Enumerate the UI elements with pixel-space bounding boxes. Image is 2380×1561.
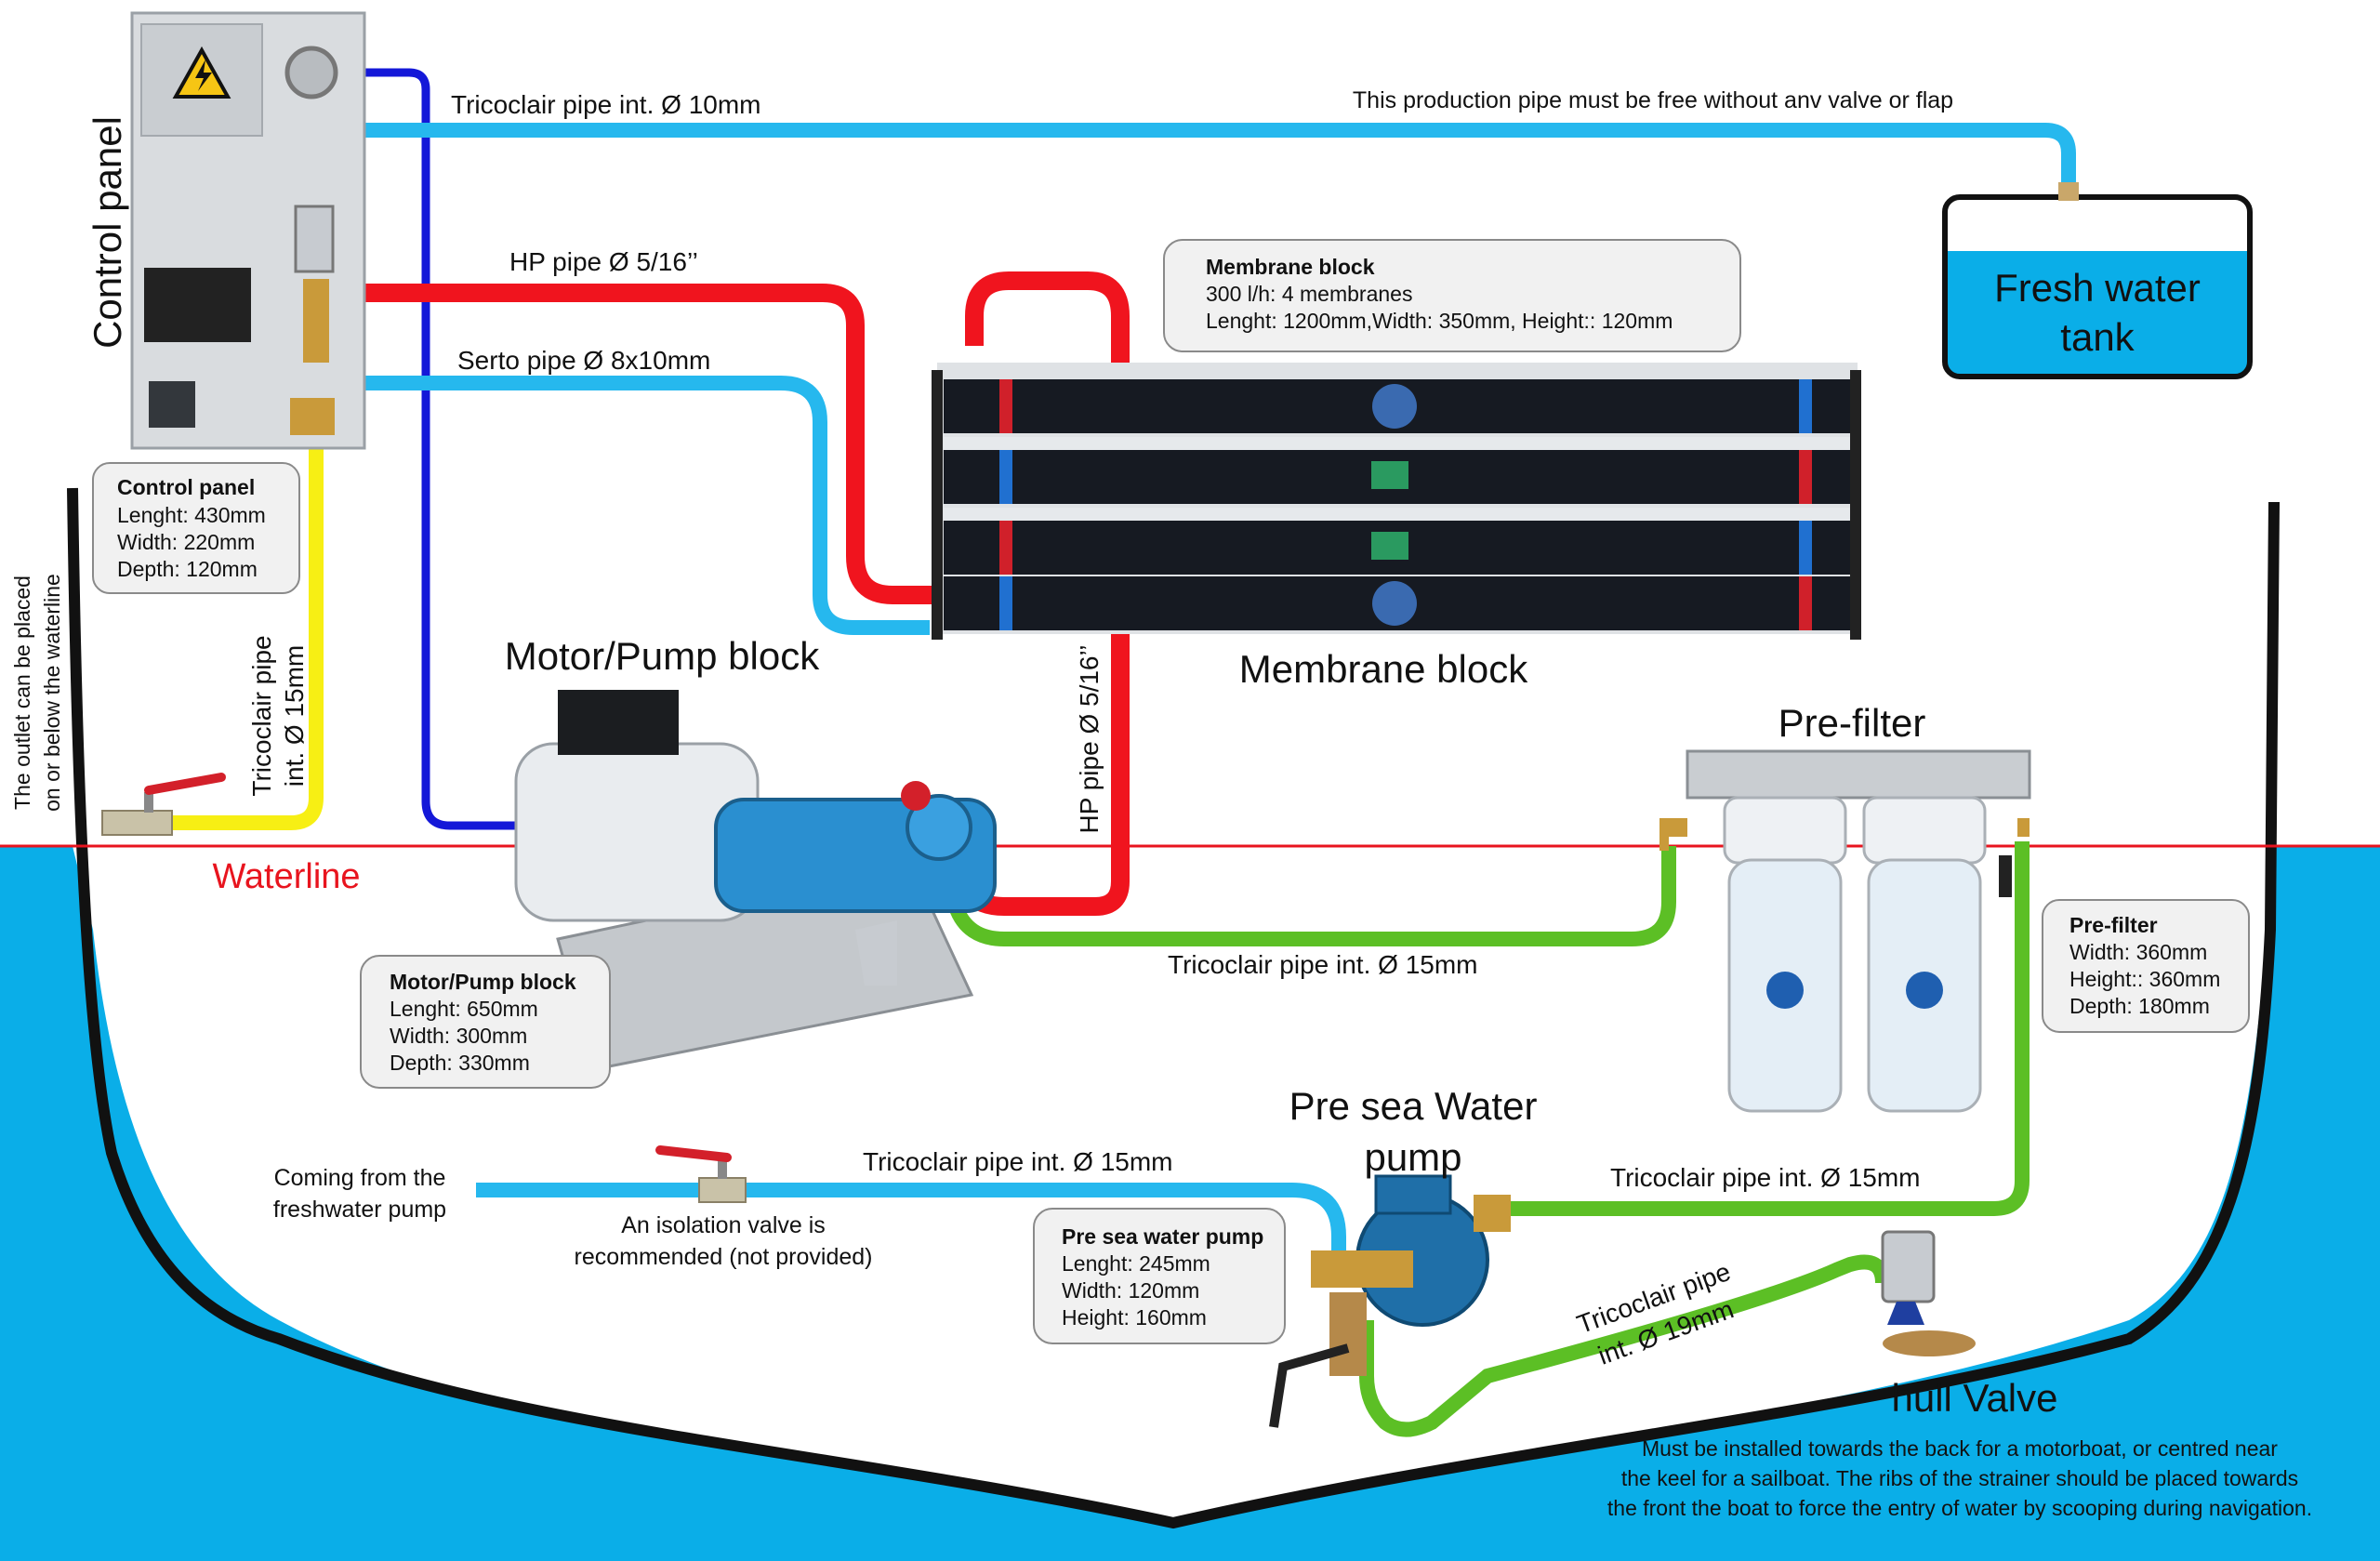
membrane-tube — [944, 576, 1850, 630]
spec-box-line: Width: 300mm — [390, 1024, 527, 1048]
spec-box-title: Pre sea water pump — [1062, 1224, 1263, 1249]
fresh-water-tank — [1942, 182, 2253, 379]
prefilter-title: Pre-filter — [1778, 701, 1926, 745]
coming-from-label: freshwater pump — [273, 1197, 446, 1223]
blue-return-pipe — [307, 68, 892, 830]
spec-box-control-panel: Control panel Lenght: 430mm Width: 220mm… — [92, 462, 300, 594]
hull-valve-note: the front the boat to force the entry of… — [1607, 1496, 2312, 1520]
membrane-tube — [944, 521, 1850, 575]
spec-box-line: Depth: 180mm — [2069, 994, 2210, 1018]
outlet-note: The outlet can be placed — [10, 575, 34, 810]
pre-sea-pump-unit — [1269, 1174, 1511, 1428]
motor-pump-title: Motor/Pump block — [505, 634, 820, 678]
spec-box-line: Height: 160mm — [1062, 1305, 1207, 1329]
pipe-label: Tricoclair pipe — [247, 635, 276, 796]
membrane-block-unit — [932, 363, 1861, 640]
spec-box-pre-sea-pump: Pre sea water pump Lenght: 245mm Width: … — [1033, 1208, 1286, 1344]
hull-valve-note: Must be installed towards the back for a… — [1642, 1436, 2278, 1461]
hp-pipe-top — [311, 284, 967, 604]
hull-valve-label: hull Valve — [1892, 1376, 2058, 1420]
fresh-water-tank-label: Fresh water — [1994, 266, 2201, 310]
hull-valve-unit — [1881, 1230, 1976, 1356]
green-pipe-right — [1506, 841, 2030, 1216]
spec-box-line: Lenght: 430mm — [117, 503, 266, 527]
spec-box-line: Lenght: 1200mm,Width: 350mm, Height:: 12… — [1206, 309, 1673, 333]
control-panel-title: Control panel — [86, 116, 129, 349]
spec-box-line: Lenght: 245mm — [1062, 1251, 1210, 1276]
outlet-note: on or below the waterline — [40, 574, 64, 812]
pipe-label: Serto pipe Ø 8x10mm — [457, 346, 710, 375]
spec-box-title: Pre-filter — [2069, 913, 2158, 937]
green-pipe-bottom — [1359, 1254, 1890, 1437]
pre-sea-pump-title: pump — [1364, 1135, 1461, 1179]
waterline-label: Waterline — [212, 857, 360, 896]
valve-handle-icon — [655, 1145, 732, 1162]
valve-handle-icon — [1269, 1343, 1350, 1428]
hp-pipe-vertical — [932, 271, 1130, 916]
serto-pipe — [311, 376, 930, 635]
spec-box-line: Height:: 360mm — [2069, 967, 2220, 991]
pre-sea-pump-title: Pre sea Water — [1289, 1084, 1538, 1128]
control-panel-unit — [130, 11, 366, 450]
pipe-label: Tricoclair pipe int. Ø 15mm — [1610, 1163, 1921, 1192]
prefilter-unit — [1659, 749, 2031, 1113]
membrane-block-title: Membrane block — [1239, 647, 1528, 691]
coming-from-label: Coming from the — [274, 1165, 446, 1191]
isolation-valve-note: An isolation valve is — [621, 1212, 826, 1238]
pipe-label: Tricoclair pipe int. Ø 15mm — [863, 1147, 1173, 1176]
fresh-water-tank-label: tank — [2060, 315, 2135, 359]
spec-box-line: Width: 120mm — [1062, 1278, 1199, 1303]
hull-outline — [67, 487, 2280, 1529]
spec-box-line: Depth: 330mm — [390, 1051, 530, 1075]
production-pipe-note: This production pipe must be free withou… — [1353, 87, 1953, 113]
spec-box-motor-pump: Motor/Pump block Lenght: 650mm Width: 30… — [360, 955, 611, 1089]
isolation-valve — [655, 1145, 747, 1203]
pipe-label: HP pipe Ø 5/16’’ — [509, 247, 698, 276]
pipe-label: int. Ø 15mm — [280, 645, 309, 787]
spec-box-title: Control panel — [117, 475, 255, 499]
spec-box-line: Width: 220mm — [117, 530, 255, 554]
spec-box-line: Depth: 120mm — [117, 557, 258, 581]
spec-box-line: 300 l/h: 4 membranes — [1206, 282, 1412, 306]
membrane-tube — [944, 450, 1850, 504]
spec-box-line: Width: 360mm — [2069, 940, 2207, 964]
spec-box-title: Membrane block — [1206, 255, 1375, 279]
outlet-valve — [101, 773, 226, 836]
yellow-pipe — [167, 437, 324, 830]
gauge-icon — [284, 46, 338, 99]
hull-valve-note: the keel for a sailboat. The ribs of the… — [1621, 1466, 2298, 1490]
pipe-label: HP pipe Ø 5/16’’ — [1075, 645, 1104, 834]
spec-box-title: Motor/Pump block — [390, 970, 576, 994]
pipe-label: Tricoclair pipe int. Ø 15mm — [1168, 950, 1478, 979]
green-pipe-mid — [948, 846, 1676, 946]
pipe-label: Tricoclair pipe int. Ø 10mm — [451, 90, 761, 119]
spec-box-prefilter: Pre-filter Width: 360mm Height:: 360mm D… — [2042, 899, 2250, 1033]
valve-handle-icon — [144, 773, 226, 795]
motor-pump-unit — [514, 690, 997, 1071]
spec-box-line: Lenght: 650mm — [390, 997, 538, 1021]
isolation-valve-note: recommended (not provided) — [575, 1244, 873, 1270]
freshwater-pipe — [476, 1183, 1346, 1260]
membrane-tube — [944, 379, 1850, 433]
spec-box-membrane: Membrane block 300 l/h: 4 membranes Leng… — [1163, 239, 1741, 352]
